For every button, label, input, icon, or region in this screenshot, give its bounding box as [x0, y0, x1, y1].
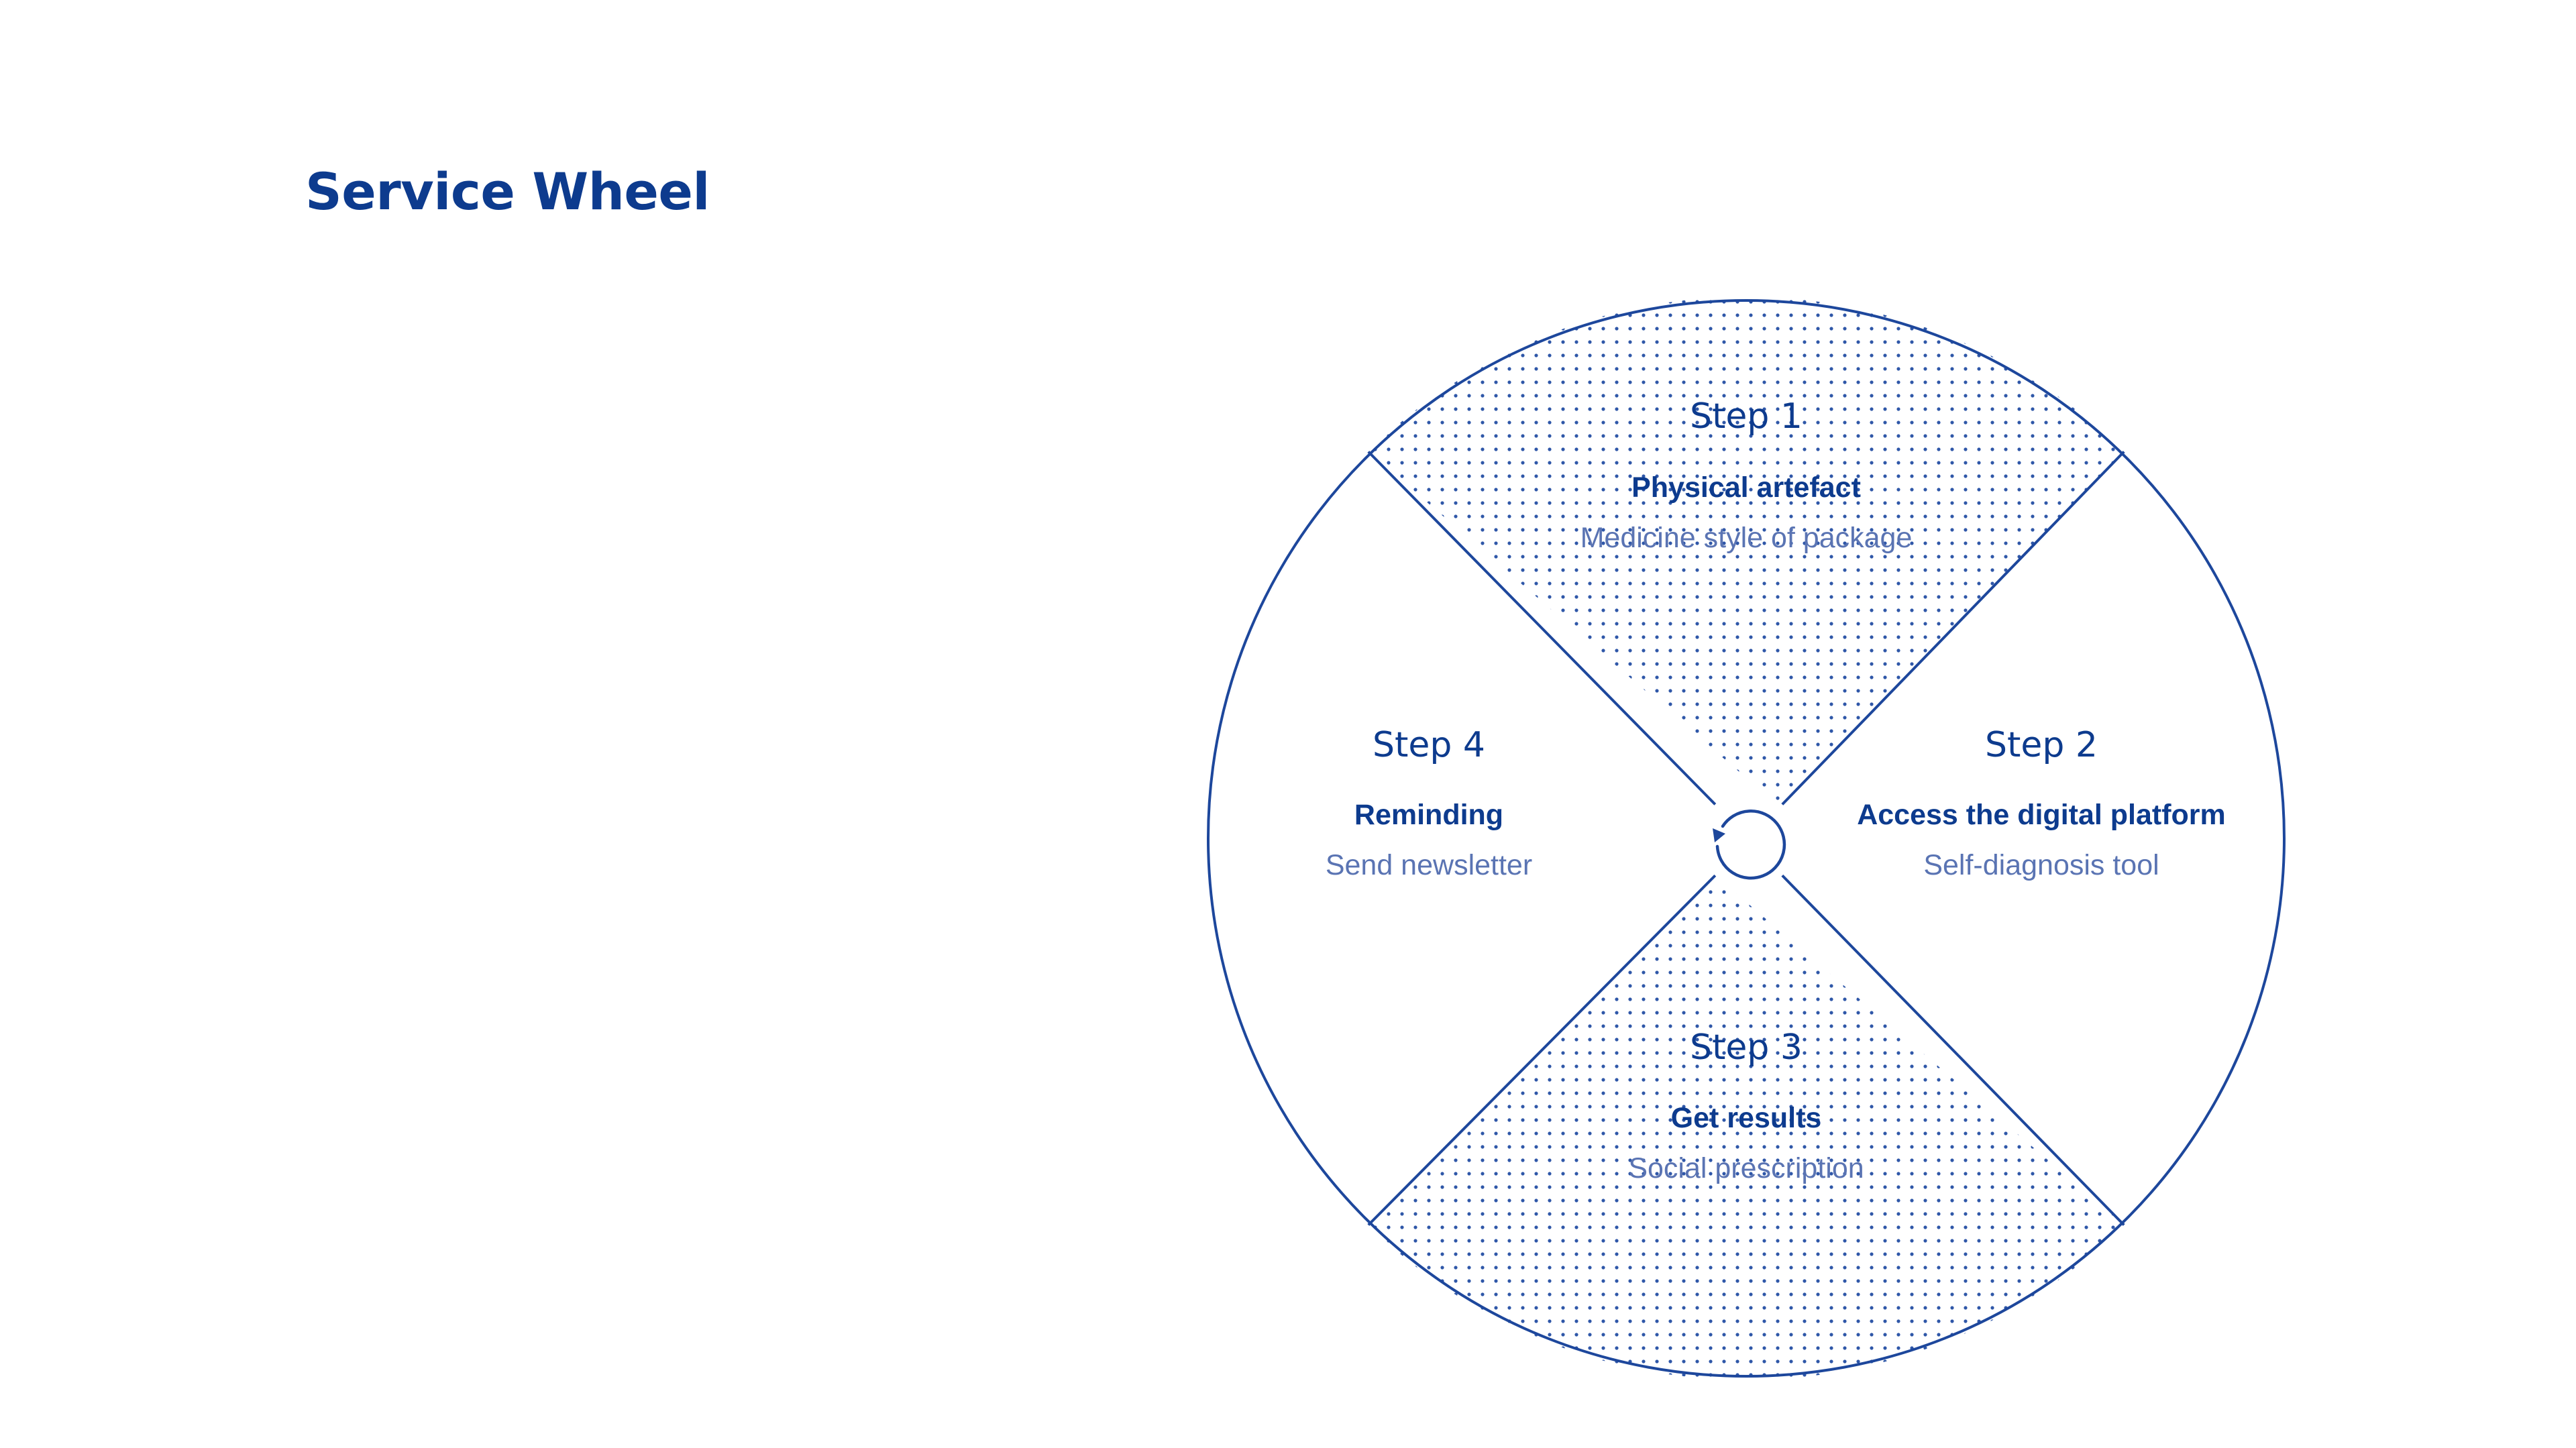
- step-1-description: Medicine style of package: [1580, 522, 1913, 554]
- step-3-heading: Get results: [1671, 1102, 1822, 1134]
- wheel-segment-step-3: [1368, 875, 2125, 1380]
- step-3-description: Social prescription: [1628, 1152, 1864, 1184]
- step-4-heading: Reminding: [1354, 799, 1503, 831]
- step-2-description: Self-diagnosis tool: [1923, 849, 2159, 881]
- step-1-heading: Physical artefact: [1631, 471, 1861, 504]
- wheel-segment-step-2: [1782, 451, 2288, 1225]
- wheel-divider-bottom-left: [1367, 874, 1717, 1226]
- step-3: Step 3 Get results Social prescription: [1628, 1027, 1864, 1184]
- wheel-divider-top-right: [1781, 451, 2125, 805]
- step-3-label: Step 3: [1690, 1027, 1803, 1068]
- wheel-divider-top-left: [1367, 451, 1717, 805]
- wheel-segment-step-4: [1204, 451, 1710, 1225]
- step-4-description: Send newsletter: [1326, 849, 1532, 881]
- step-2: Step 2 Access the digital platform Self-…: [1857, 725, 2226, 881]
- cycle-arrow-icon: [1709, 799, 1787, 880]
- wheel-divider-bottom-right: [1781, 875, 2125, 1226]
- step-1: Step 1 Physical artefact Medicine style …: [1580, 396, 1913, 554]
- wheel-outer-ring: [1207, 299, 2286, 1378]
- page-title: Service Wheel: [305, 162, 710, 221]
- step-4: Step 4 Reminding Send newsletter: [1326, 725, 1532, 881]
- step-1-label: Step 1: [1690, 396, 1803, 437]
- wheel-segment-step-1: [1368, 296, 2125, 805]
- step-4-label: Step 4: [1373, 725, 1485, 765]
- step-2-heading: Access the digital platform: [1857, 799, 2226, 831]
- step-2-label: Step 2: [1985, 725, 2098, 765]
